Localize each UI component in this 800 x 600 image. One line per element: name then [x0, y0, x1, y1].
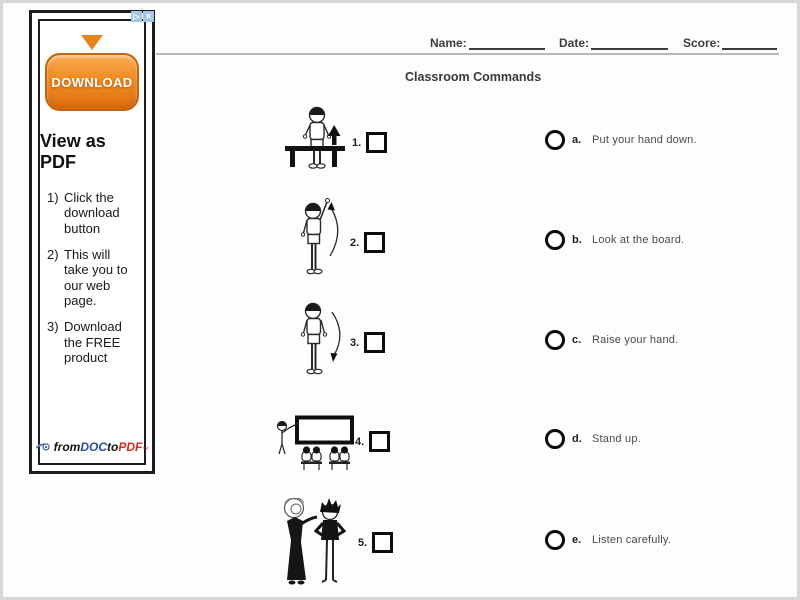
logo-doc: DOC — [80, 440, 108, 454]
ad-step-3: 3) Download the FREE product — [47, 319, 137, 365]
option-e-bubble[interactable] — [545, 530, 565, 550]
header-divider — [156, 53, 779, 55]
item-number: 2. — [350, 236, 360, 249]
download-button[interactable]: DOWNLOAD — [45, 53, 139, 111]
item-3-checkbox[interactable] — [364, 332, 386, 353]
logo-pdf: PDF — [118, 440, 143, 454]
option-c-bubble[interactable] — [545, 330, 565, 350]
item-2-checkbox[interactable] — [364, 232, 386, 253]
option-a-row: a. Put your hand down. — [545, 130, 697, 150]
option-letter: b. — [572, 234, 582, 246]
ad-inner-frame: DOWNLOAD View as PDF 1) Click the downlo… — [35, 19, 148, 465]
score-blank-line — [722, 35, 778, 50]
option-a-bubble[interactable] — [545, 130, 565, 150]
illustration-look-at-board — [274, 414, 356, 474]
ad-step-1: 1) Click the download button — [47, 190, 137, 236]
ad-instructions: 1) Click the download button 2) This wil… — [47, 190, 137, 376]
option-letter: d. — [572, 433, 582, 445]
logo-from: from — [53, 440, 81, 454]
eye-swoosh-icon — [35, 442, 52, 452]
option-b-bubble[interactable] — [545, 230, 565, 250]
option-e-row: e. Listen carefully. — [545, 530, 671, 550]
item-5-row: 5. — [358, 532, 394, 553]
item-number: 5. — [358, 536, 368, 549]
step-number: 3) — [47, 319, 59, 335]
worksheet-title: Classroom Commands — [405, 70, 542, 84]
option-text: Put your hand down. — [592, 134, 697, 146]
down-arrow-icon — [81, 35, 103, 50]
date-blank-line — [591, 35, 669, 50]
header-score-field: Score: — [683, 35, 778, 50]
step-text: Download the FREE product — [64, 319, 122, 365]
ad-controls: ▷ ✕ — [131, 11, 154, 22]
item-4-checkbox[interactable] — [369, 431, 391, 452]
ad-banner: DOWNLOAD View as PDF 1) Click the downlo… — [29, 10, 155, 474]
item-5-checkbox[interactable] — [372, 532, 394, 553]
item-number: 1. — [352, 136, 362, 149]
option-d-bubble[interactable] — [545, 429, 565, 449]
option-text: Stand up. — [592, 433, 641, 445]
header-name-field: Name: — [430, 35, 545, 50]
option-letter: e. — [572, 534, 582, 546]
ad-close-icon[interactable]: ✕ — [143, 11, 154, 22]
illustration-listen-carefully — [274, 494, 354, 589]
adchoices-icon[interactable]: ▷ — [131, 11, 142, 22]
option-text: Raise your hand. — [592, 334, 679, 346]
option-text: Listen carefully. — [592, 534, 672, 546]
name-blank-line — [468, 35, 545, 50]
illustration-raise-hand — [290, 196, 350, 288]
option-text: Look at the board. — [592, 234, 685, 246]
illustration-stand-up — [284, 102, 352, 176]
logo-to: to — [107, 440, 119, 454]
name-label: Name: — [430, 36, 467, 50]
step-number: 1) — [47, 190, 59, 205]
option-letter: c. — [572, 334, 582, 346]
option-c-row: c. Raise your hand. — [545, 330, 678, 350]
ad-step-2: 2) This will take you to our web page. — [47, 247, 137, 308]
item-4-row: 4. — [355, 431, 391, 452]
step-text: This will take you to our web page. — [64, 246, 128, 308]
logo-trademark: ™ — [142, 447, 149, 453]
item-number: 3. — [350, 336, 360, 349]
date-label: Date: — [559, 36, 590, 50]
item-number: 4. — [355, 435, 365, 448]
illustration-hand-down — [290, 296, 350, 388]
header-date-field: Date: — [559, 35, 669, 50]
item-2-row: 2. — [350, 232, 386, 253]
option-b-row: b. Look at the board. — [545, 230, 684, 250]
step-text: Click the download button — [64, 190, 120, 236]
score-label: Score: — [683, 36, 721, 50]
option-letter: a. — [572, 134, 582, 146]
option-d-row: d. Stand up. — [545, 429, 641, 449]
item-1-checkbox[interactable] — [366, 132, 388, 153]
item-1-row: 1. — [352, 132, 388, 153]
step-number: 2) — [47, 246, 59, 262]
item-3-row: 3. — [350, 332, 386, 353]
ad-headline: View as PDF — [40, 131, 106, 172]
